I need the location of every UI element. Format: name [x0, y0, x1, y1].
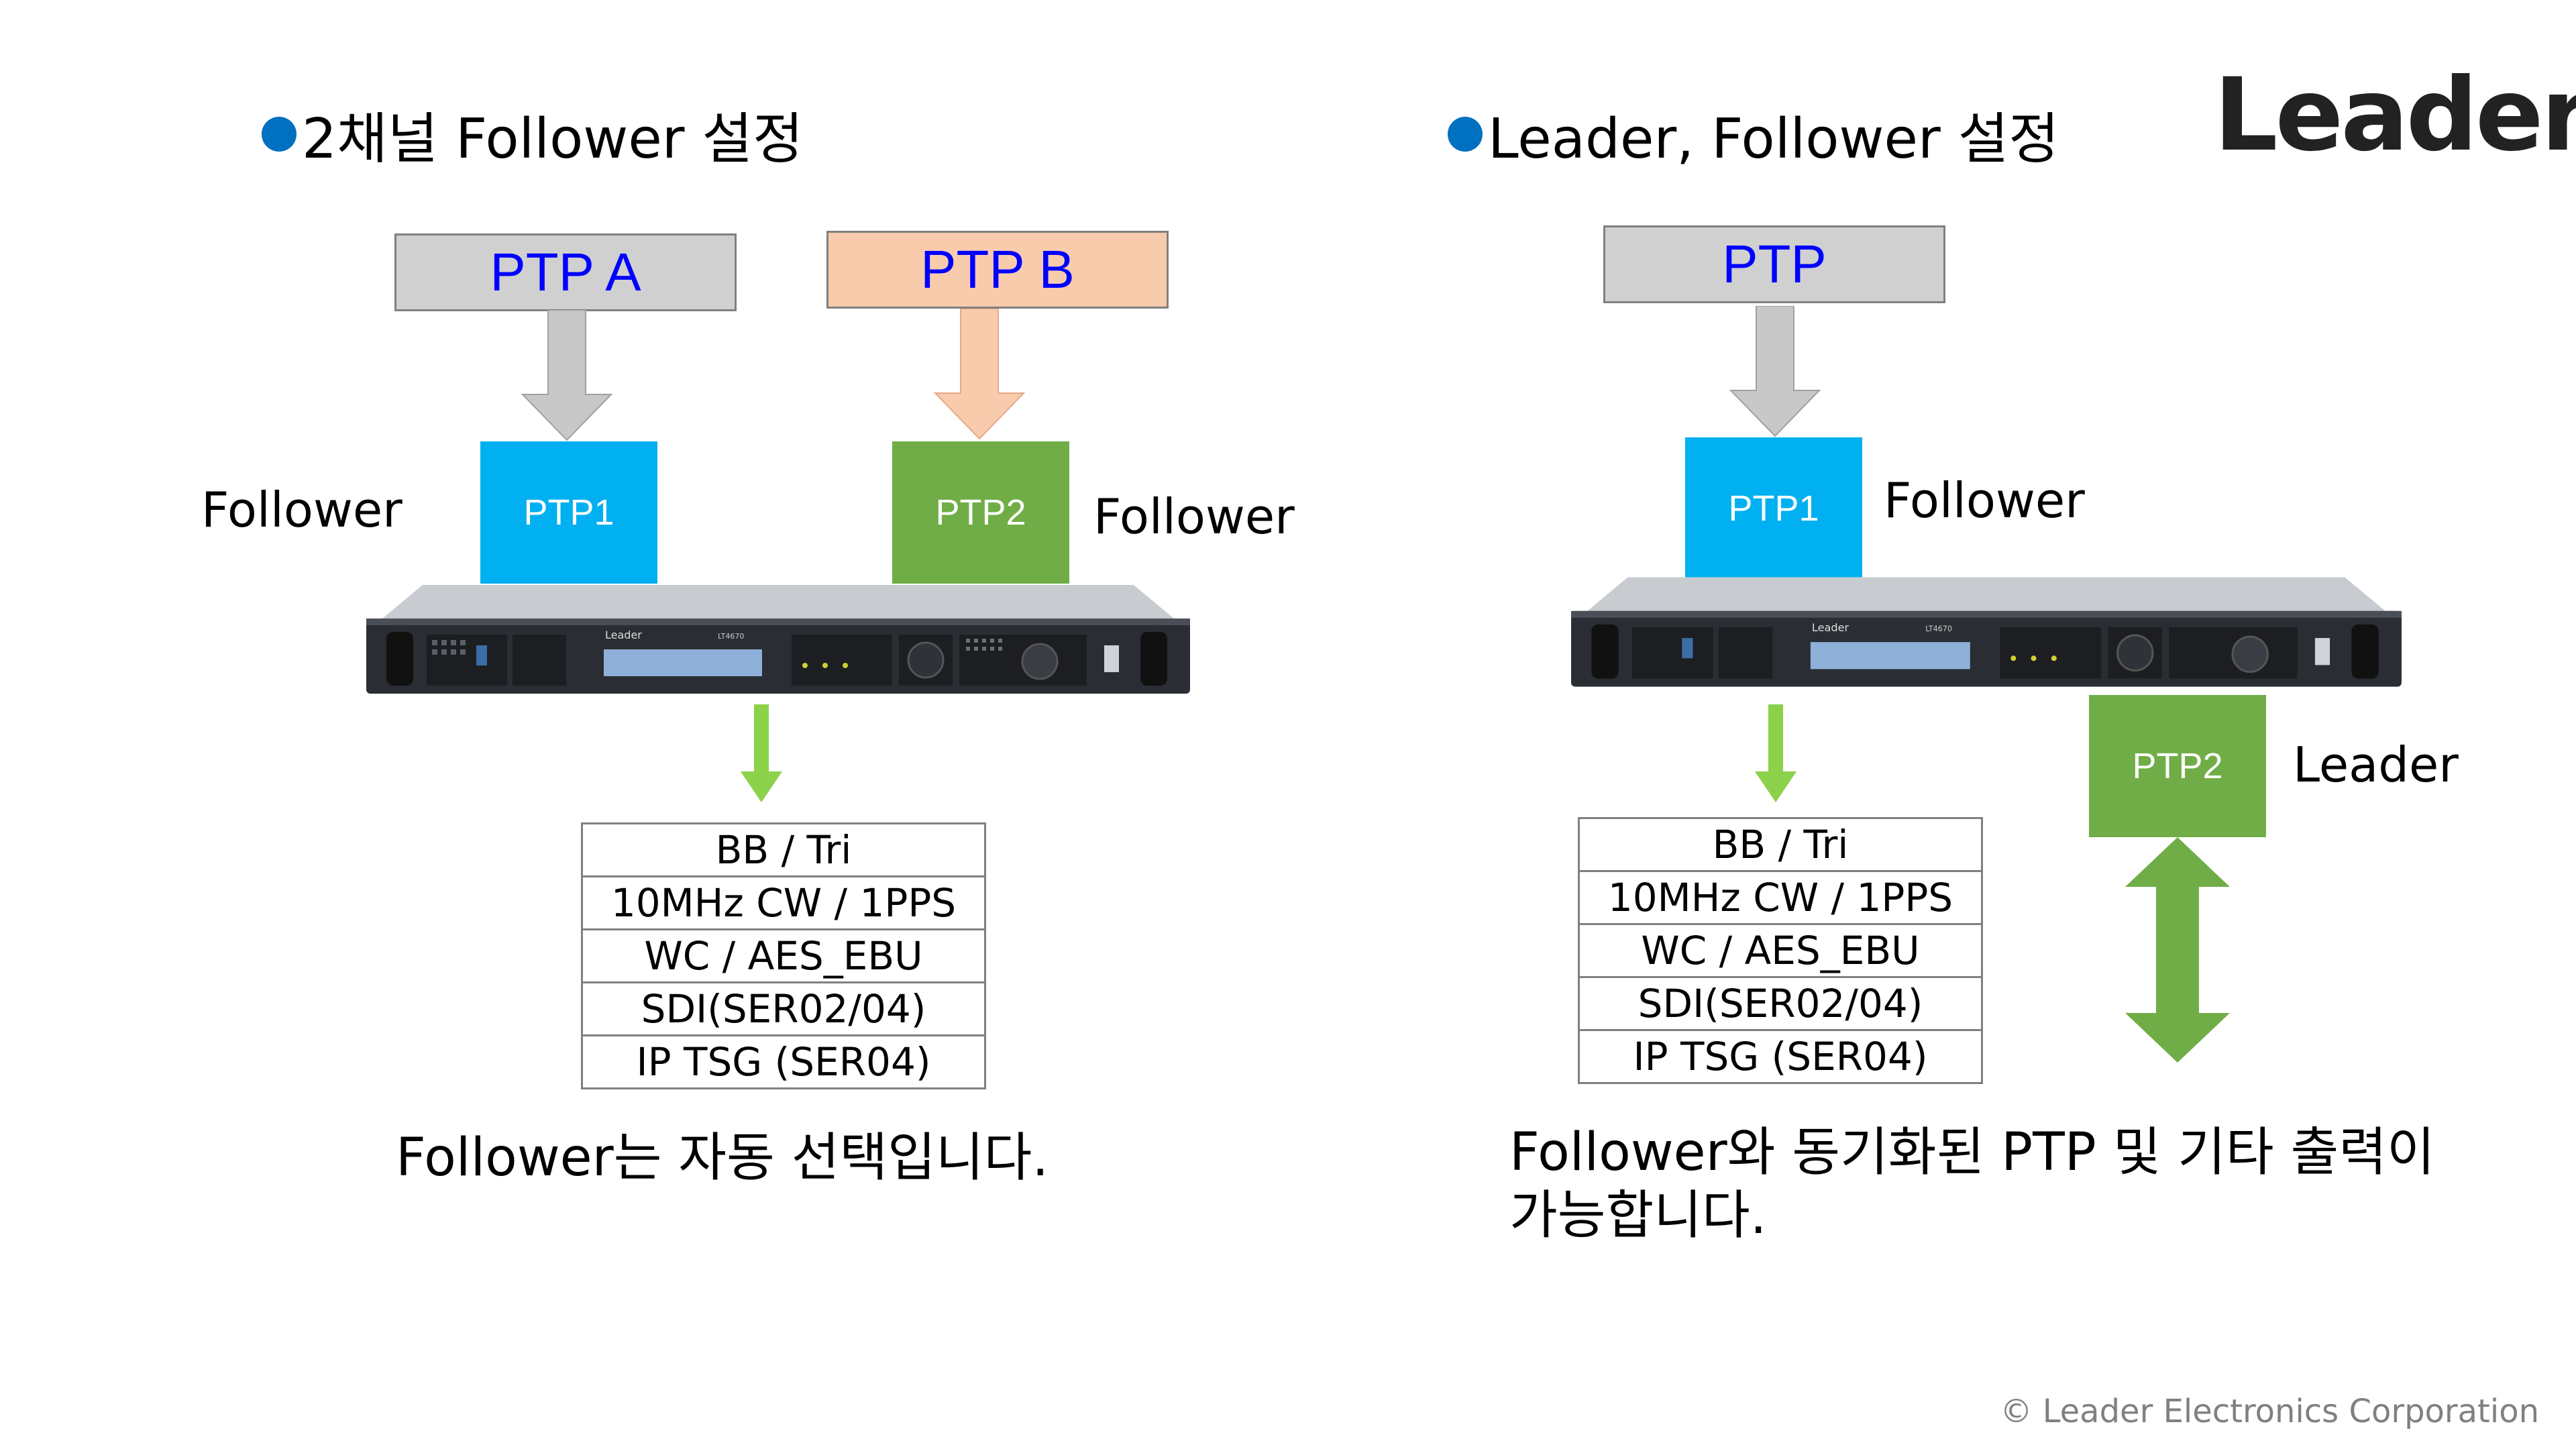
ptp1-box: PTP1 [480, 441, 657, 584]
ptp-a-source-box: PTP A [394, 233, 737, 311]
follower-label: Follower [1884, 472, 2085, 529]
bullet-icon [1448, 116, 1483, 152]
left-note: Follower는 자동 선택입니다. [396, 1128, 1049, 1188]
table-row: WC / AES_EBU [581, 928, 986, 983]
ptp1-box: PTP1 [1685, 437, 1862, 580]
arrow-down-icon [741, 704, 782, 802]
table-row: BB / Tri [581, 822, 986, 877]
arrow-down-icon [933, 309, 1026, 440]
ptp1-label: PTP1 [523, 492, 614, 533]
ptp1-label: PTP1 [1728, 488, 1819, 529]
sync-generator-device: Leader LT4670 [366, 585, 1190, 694]
output-cell: IP TSG (SER04) [581, 1034, 986, 1089]
table-row: 10MHz CW / 1PPS [581, 875, 986, 930]
output-cell: WC / AES_EBU [581, 928, 986, 983]
ptp-b-source-box: PTP B [826, 231, 1169, 309]
output-cell: 10MHz CW / 1PPS [1578, 870, 1983, 925]
left-heading: 2채널 Follower 설정 [262, 94, 803, 174]
arrow-down-icon [521, 310, 613, 441]
left-output-table: BB / Tri 10MHz CW / 1PPS WC / AES_EBU SD… [581, 822, 986, 1089]
output-cell: SDI(SER02/04) [1578, 976, 1983, 1031]
right-heading: Leader, Follower 설정 [1448, 94, 2059, 174]
table-row: 10MHz CW / 1PPS [1578, 870, 1983, 925]
right-heading-text: Leader, Follower 설정 [1488, 107, 2059, 171]
right-note-line1: Follower와 동기화된 PTP 및 기타 출력이 [1509, 1122, 2435, 1183]
table-row: IP TSG (SER04) [1578, 1029, 1983, 1084]
device-model-text: LT4670 [718, 632, 744, 641]
ptp2-box: PTP2 [2089, 695, 2266, 837]
ptp2-label: PTP2 [2132, 746, 2223, 786]
leader-label: Leader [2293, 737, 2459, 793]
device-brand-text: Leader [1812, 621, 1849, 634]
table-row: IP TSG (SER04) [581, 1034, 986, 1089]
right-note-line2: 가능합니다. [1509, 1185, 1767, 1246]
ptp2-label: PTP2 [935, 492, 1026, 533]
bidirectional-arrow-icon [2125, 837, 2230, 1063]
ptp-source-box: PTP [1603, 225, 1945, 303]
output-cell: WC / AES_EBU [1578, 923, 1983, 978]
right-output-table: BB / Tri 10MHz CW / 1PPS WC / AES_EBU SD… [1578, 817, 1983, 1084]
copyright: © Leader Electronics Corporation [2000, 1393, 2539, 1430]
output-cell: BB / Tri [1578, 817, 1983, 872]
leader-logo: Leader [2214, 57, 2576, 174]
device-model-text: LT4670 [1925, 625, 1952, 633]
right-note: Follower와 동기화된 PTP 및 기타 출력이 가능합니다. [1509, 1122, 2435, 1247]
output-cell: BB / Tri [581, 822, 986, 877]
bullet-icon [262, 116, 297, 152]
table-row: BB / Tri [1578, 817, 1983, 872]
ptp-label: PTP [1722, 234, 1827, 294]
table-row: WC / AES_EBU [1578, 923, 1983, 978]
ptp2-box: PTP2 [892, 441, 1069, 584]
ptp-b-label: PTP B [920, 239, 1075, 299]
sync-generator-device: Leader LT4670 [1571, 577, 2402, 687]
output-cell: IP TSG (SER04) [1578, 1029, 1983, 1084]
table-row: SDI(SER02/04) [1578, 976, 1983, 1031]
table-row: SDI(SER02/04) [581, 981, 986, 1036]
follower-label-left: Follower [201, 482, 402, 538]
ptp-a-label: PTP A [490, 242, 641, 302]
follower-label-right: Follower [1093, 488, 1295, 545]
left-heading-text: 2채널 Follower 설정 [302, 107, 804, 171]
arrow-down-icon [1729, 306, 1821, 437]
output-cell: 10MHz CW / 1PPS [581, 875, 986, 930]
arrow-down-icon [1755, 704, 1796, 802]
device-brand-text: Leader [605, 629, 642, 641]
output-cell: SDI(SER02/04) [581, 981, 986, 1036]
